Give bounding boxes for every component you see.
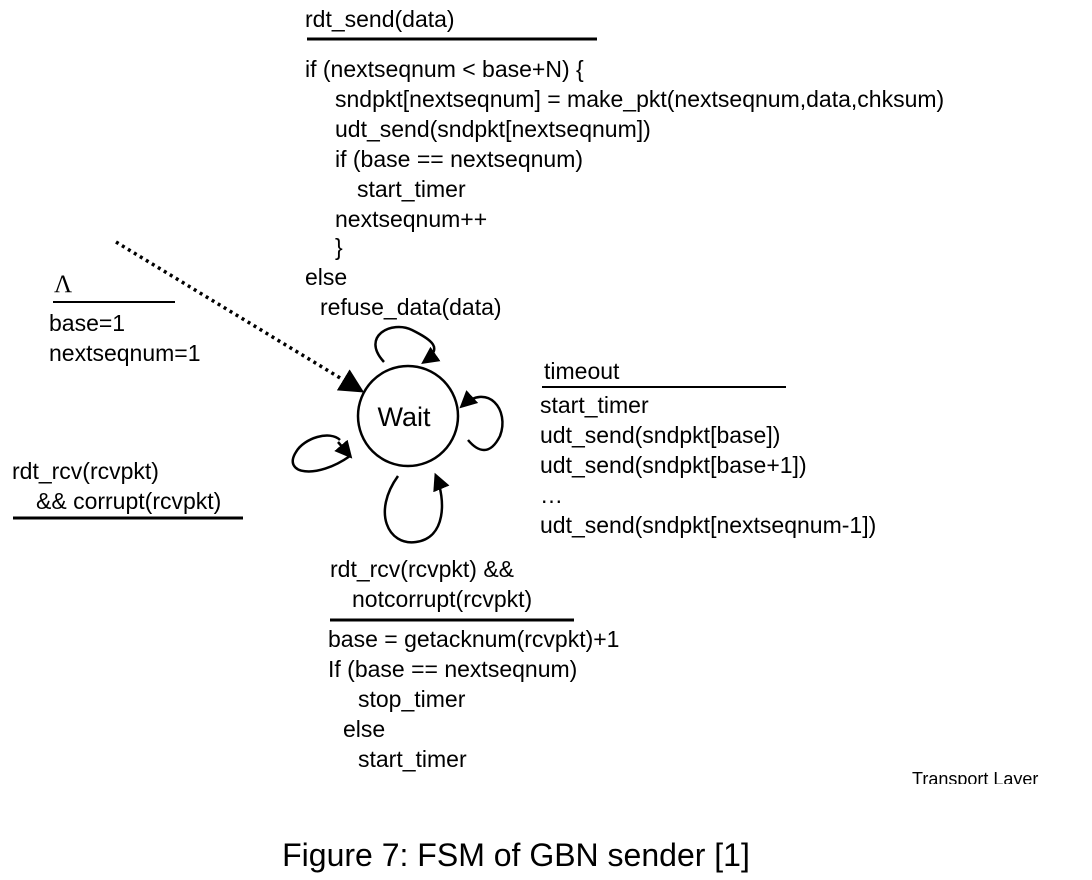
corrupt-transition-label: rdt_rcv(rcvpkt) && corrupt(rcvpkt) xyxy=(12,458,243,520)
send-transition-label: rdt_send(data) if (nextseqnum < base+N) … xyxy=(305,6,944,320)
send-action-line: refuse_data(data) xyxy=(320,294,502,320)
top-self-loop-arrow xyxy=(374,325,441,365)
right-self-loop-arrow xyxy=(459,390,504,452)
send-action-line: udt_send(sndpkt[nextseqnum]) xyxy=(335,116,651,142)
left-self-loop-arrowhead xyxy=(334,439,353,459)
init-transition-label: Λ base=1 nextseqnum=1 xyxy=(49,271,201,366)
timeout-transition-label: timeout start_timer udt_send(sndpkt[base… xyxy=(540,358,876,538)
ack-action-line: start_timer xyxy=(358,746,467,772)
ack-transition-label: rdt_rcv(rcvpkt) && notcorrupt(rcvpkt) ba… xyxy=(328,556,619,772)
timeout-action-line: … xyxy=(540,482,563,508)
send-action-line: sndpkt[nextseqnum] = make_pkt(nextseqnum… xyxy=(335,86,944,112)
timeout-event: timeout xyxy=(544,358,620,384)
send-action-line: if (base == nextseqnum) xyxy=(335,146,583,172)
init-action-line: base=1 xyxy=(49,310,125,336)
ack-event-line: notcorrupt(rcvpkt) xyxy=(352,586,532,612)
ack-action-line: base = getacknum(rcvpkt)+1 xyxy=(328,626,619,652)
ack-action-line: else xyxy=(343,716,385,742)
timeout-action-line: udt_send(sndpkt[base+1]) xyxy=(540,452,807,478)
corrupt-event-line: && corrupt(rcvpkt) xyxy=(36,488,221,514)
ack-event-line: rdt_rcv(rcvpkt) && xyxy=(330,556,514,582)
send-action-line: } xyxy=(335,234,343,260)
left-self-loop-arrow xyxy=(291,434,351,473)
figure-caption: Figure 7: FSM of GBN sender [1] xyxy=(282,837,750,873)
wait-state-circle xyxy=(356,364,460,468)
timeout-action-line: udt_send(sndpkt[base]) xyxy=(540,422,780,448)
initial-dotted-arrow xyxy=(115,240,365,393)
init-event: Λ xyxy=(54,271,72,298)
send-event: rdt_send(data) xyxy=(305,6,455,32)
send-action-line: else xyxy=(305,264,347,290)
send-action-line: if (nextseqnum < base+N) { xyxy=(305,56,584,82)
send-action-line: start_timer xyxy=(357,176,466,202)
corrupt-event-line: rdt_rcv(rcvpkt) xyxy=(12,458,159,484)
timeout-action-line: udt_send(sndpkt[nextseqnum-1]) xyxy=(540,512,876,538)
wait-state-label: Wait xyxy=(378,402,431,432)
bottom-self-loop-arrow xyxy=(383,472,450,544)
init-action-line: nextseqnum=1 xyxy=(49,340,201,366)
slide-footer: Transport Layer xyxy=(912,769,1038,789)
ack-action-line: stop_timer xyxy=(358,686,466,712)
timeout-action-line: start_timer xyxy=(540,392,649,418)
send-action-line: nextseqnum++ xyxy=(335,206,487,232)
ack-action-line: If (base == nextseqnum) xyxy=(328,656,577,682)
